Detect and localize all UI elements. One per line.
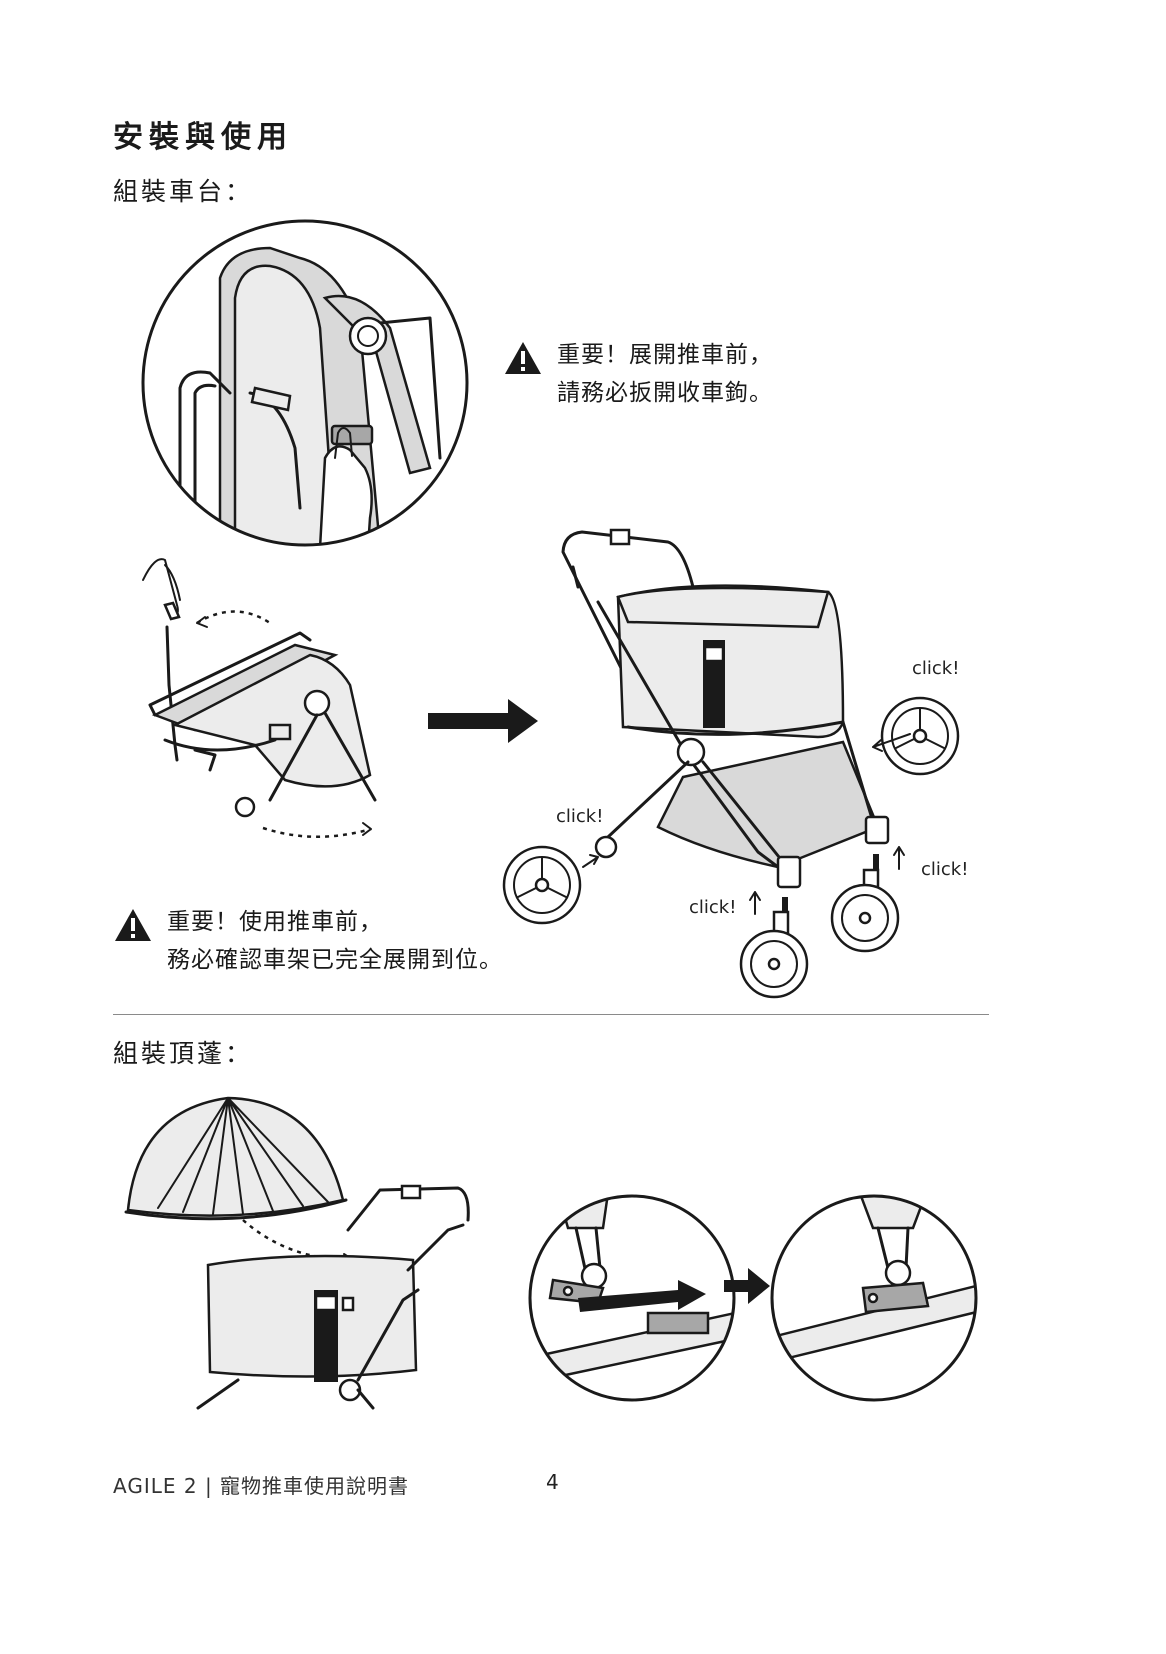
canopy-hinge-illustration: [528, 1194, 978, 1402]
warning-unlatch: 重要！展開推車前， 請務必扳開收車鉤。: [503, 336, 773, 412]
click-label: click!: [921, 859, 969, 880]
click-label: click!: [912, 658, 960, 679]
assembled-frame-illustration: [502, 528, 960, 999]
canopy-install-illustration: [124, 1096, 470, 1410]
warning-line: 重要！展開推車前，: [557, 342, 773, 368]
next-step-arrow-icon: [428, 699, 538, 743]
section-heading-frame: 組裝車台：: [113, 177, 254, 206]
page-title: 安裝與使用: [113, 120, 293, 155]
latch-closeup-illustration: [141, 219, 469, 547]
page-number: 4: [546, 1470, 559, 1494]
click-label: click!: [556, 806, 604, 827]
click-label: click!: [689, 897, 737, 918]
warning-line: 請務必扳開收車鉤。: [557, 380, 773, 406]
section-heading-canopy: 組裝頂蓬：: [113, 1039, 254, 1068]
warning-line: 務必確認車架已完全展開到位。: [167, 947, 503, 973]
unfolding-frame-illustration: [142, 558, 377, 838]
warning-triangle-icon: [115, 909, 151, 941]
footer-text: AGILE 2 | 寵物推車使用說明書: [113, 1474, 410, 1498]
warning-triangle-icon: [505, 342, 541, 374]
warning-unfold-check: 重要！使用推車前， 務必確認車架已完全展開到位。: [113, 903, 503, 979]
warning-line: 重要！使用推車前，: [167, 909, 383, 935]
section-divider: [113, 1014, 989, 1015]
